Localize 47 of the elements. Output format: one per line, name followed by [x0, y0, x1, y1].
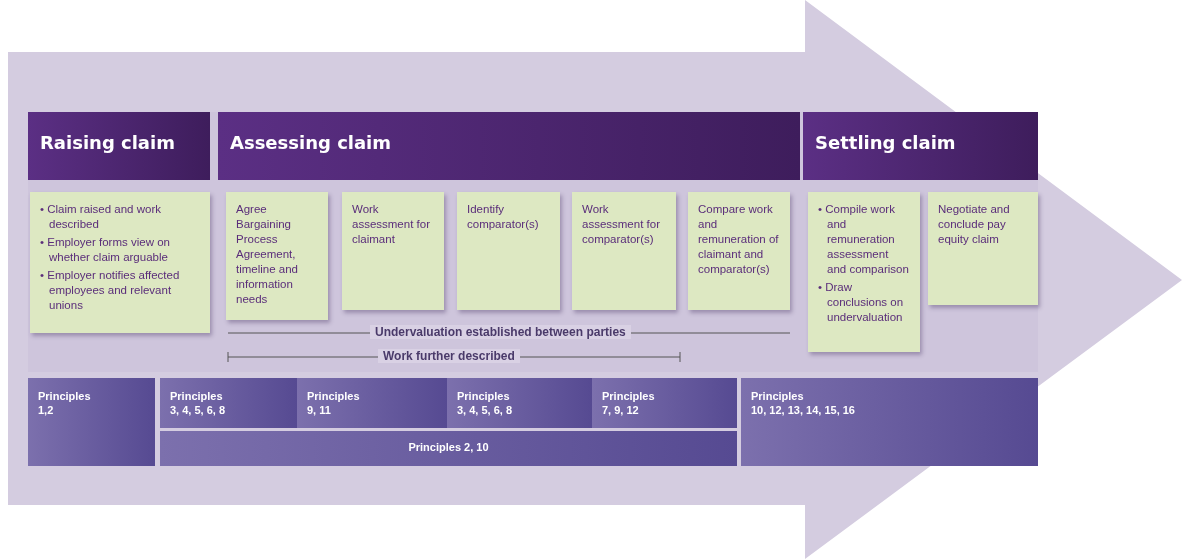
- principles-text: 10, 12, 13, 14, 15, 16: [751, 403, 856, 418]
- principles-text: 1,2: [38, 403, 55, 418]
- step-text: Work assessment for claimant: [352, 202, 431, 247]
- bullet-item: • Compile work and remuneration assessment and comparison: [818, 202, 910, 277]
- principles-text: Principles: [38, 390, 92, 404]
- step-text: Work assessment for comparator(s): [582, 202, 661, 247]
- principles-text: Principles: [170, 390, 224, 404]
- header-text: Raising claim: [40, 132, 176, 153]
- step-card: [808, 192, 920, 352]
- principles-text: 9, 11: [307, 403, 332, 418]
- principles-text: Principles: [751, 390, 805, 404]
- principles-text: Principles: [457, 390, 511, 404]
- range-label: Work further described: [378, 349, 520, 363]
- bullet-item: • Draw conclusions on undervaluation: [818, 279, 905, 325]
- phase-header: [803, 112, 1038, 180]
- bullet-item: • Employer notifies affected employees and relevant unions: [40, 267, 181, 313]
- principles-text: 3, 4, 5, 6, 8: [457, 403, 514, 418]
- step-card: [572, 192, 676, 310]
- principles-bar: [160, 378, 297, 428]
- header-text: Assessing claim: [230, 132, 393, 153]
- principles-bar: [741, 378, 1038, 466]
- range-label: Undervaluation established between parties: [370, 325, 631, 339]
- principles-bar: [28, 378, 155, 466]
- step-card: [928, 192, 1038, 305]
- phase-header: [28, 112, 210, 180]
- principles-text: 7, 9, 12: [602, 403, 640, 418]
- step-card: [30, 192, 210, 333]
- phase-header: [218, 112, 800, 180]
- step-text: Negotiate and conclude pay equity claim: [938, 202, 1011, 247]
- principles-bar: [447, 378, 592, 428]
- principles-bar: [160, 431, 737, 466]
- principles-text: Principles 2, 10: [407, 441, 490, 455]
- step-text: Identify comparator(s): [467, 202, 540, 232]
- step-text: Agree Bargaining Process Agreement, timeline and information needs: [236, 202, 299, 307]
- principles-bar: [592, 378, 737, 428]
- step-card: [457, 192, 560, 310]
- header-text: Settling claim: [815, 132, 957, 153]
- step-text: Compare work and remuneration of claimant and comparator(s): [698, 202, 780, 277]
- step-card: [226, 192, 328, 320]
- bullet-item: • Claim raised and work described: [40, 202, 162, 232]
- principles-text: Principles: [602, 390, 656, 404]
- step-card: [688, 192, 790, 310]
- bullet-item: • Employer forms view on whether claim arguable: [40, 234, 171, 265]
- principles-text: 3, 4, 5, 6, 8: [170, 403, 227, 418]
- step-card: [342, 192, 444, 310]
- principles-text: Principles: [307, 390, 361, 404]
- principles-bar: [297, 378, 447, 428]
